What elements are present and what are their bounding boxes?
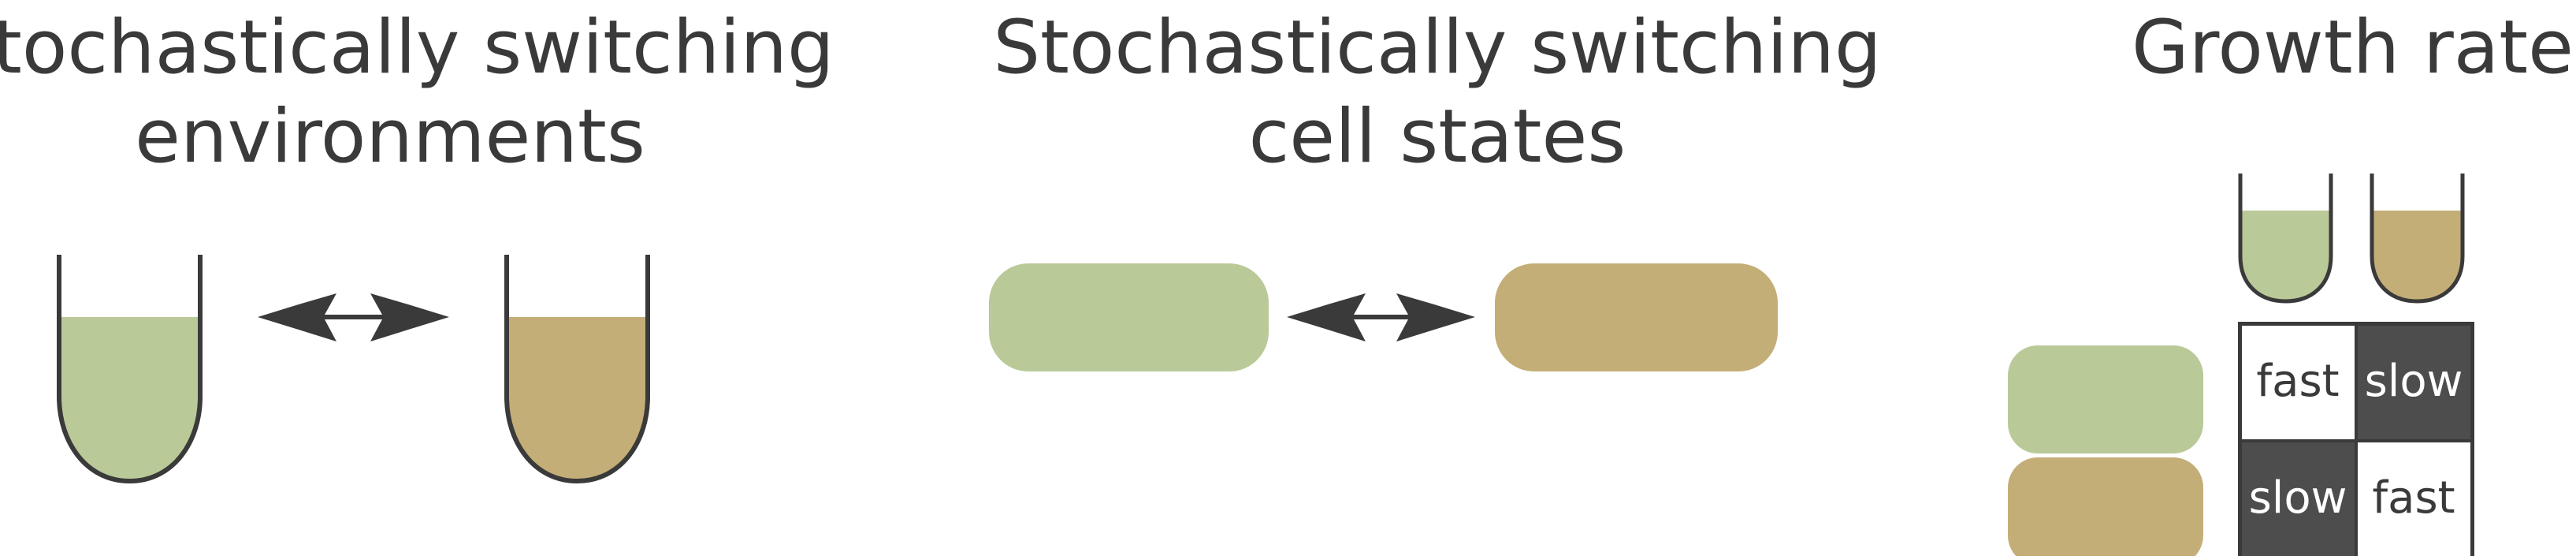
environments-title-line1: Stochastically switching [0, 5, 835, 91]
growth-rate-title: Growth rate [2132, 5, 2574, 91]
cell-states-title-line2: cell states [1249, 94, 1626, 180]
green-environment-tube [57, 255, 203, 484]
matrix-cell-slow [2358, 326, 2470, 439]
matrix-label: fast [2372, 472, 2455, 524]
tan-cell-row-label [2008, 457, 2203, 556]
growth-rate-matrix: fast slow slow fast [2238, 322, 2474, 556]
tan-small-tube [2370, 174, 2465, 304]
green-cell-row-label [2008, 345, 2203, 453]
green-cell [989, 263, 1269, 371]
green-small-tube [2238, 174, 2333, 304]
matrix-cell-fast [2242, 326, 2355, 439]
matrix-cell-fast [2358, 442, 2470, 556]
environments-title-line2: environments [135, 94, 645, 180]
matrix-label: slow [2365, 356, 2463, 407]
double-arrow-icon [258, 293, 449, 341]
cell-states-title-line1: Stochastically switching [993, 5, 1881, 91]
tan-cell [1495, 263, 1778, 371]
matrix-cell-slow [2242, 442, 2355, 556]
matrix-label: fast [2256, 356, 2339, 407]
double-arrow-icon [1287, 293, 1475, 341]
tan-environment-tube [504, 255, 650, 484]
matrix-label: slow [2249, 472, 2347, 524]
